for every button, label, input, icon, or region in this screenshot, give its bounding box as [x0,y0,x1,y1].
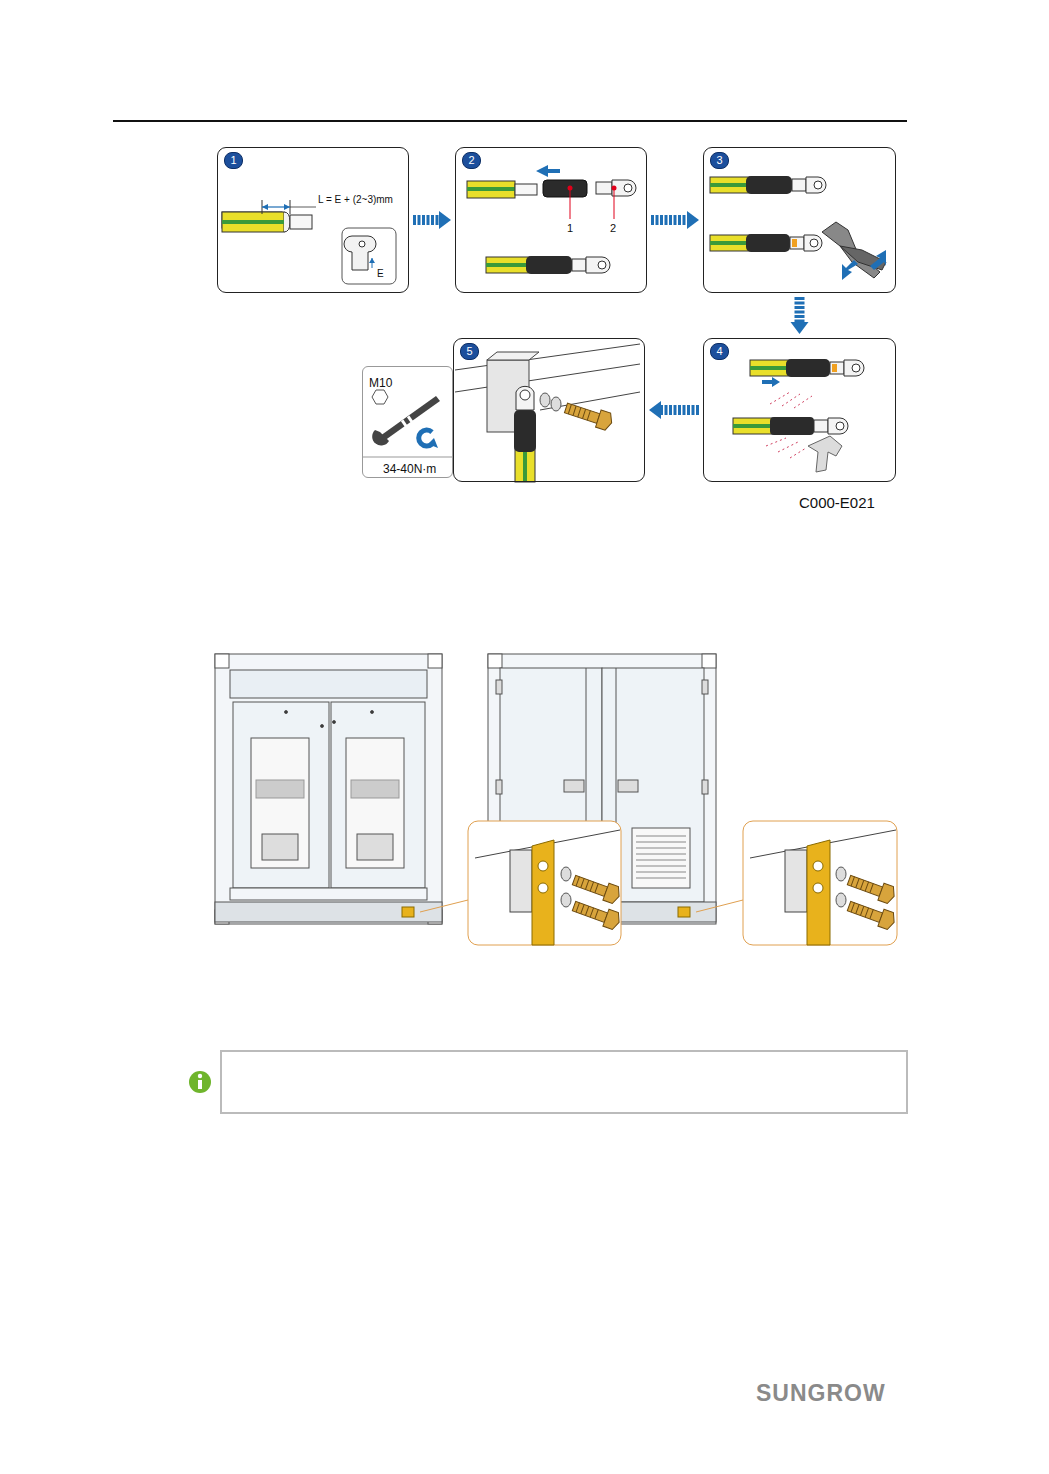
container-front [215,654,442,924]
crimp-step [710,176,886,280]
dimension-label: E [377,268,384,279]
step-panel: 5 [453,338,645,482]
strip-step [222,200,396,284]
torque-box: M10 34-40N·m [362,366,453,478]
step-arrow [791,297,809,334]
torque-tool [362,390,452,457]
step-arrow [649,401,699,419]
step-panel: 4 [703,338,896,482]
step-number: 1 [224,152,243,169]
step-arrow [413,211,451,229]
bolt-size: M10 [369,376,392,390]
step-number: 3 [710,152,729,169]
step-panel: 3 [703,147,896,293]
fasten-step [455,344,640,482]
header-rule [113,120,907,122]
tube-step [467,165,636,274]
brand-logo: SUNGROW [756,1380,886,1407]
note-box [189,1051,907,1113]
step-arrow [651,211,699,229]
dimension-label: L = E + (2~3)mm [318,194,393,205]
step-number: 4 [710,343,729,360]
callout-number: 1 [567,222,573,234]
step-panel: 2 [455,147,647,293]
figure-code: C000-E021 [799,494,875,511]
step-number: 2 [462,152,481,169]
ground-point-detail [420,821,897,945]
torque-value: 34-40N·m [383,462,436,476]
heat-shrink-step [733,359,864,472]
step-number: 5 [460,343,479,360]
callout-number: 2 [610,222,616,234]
